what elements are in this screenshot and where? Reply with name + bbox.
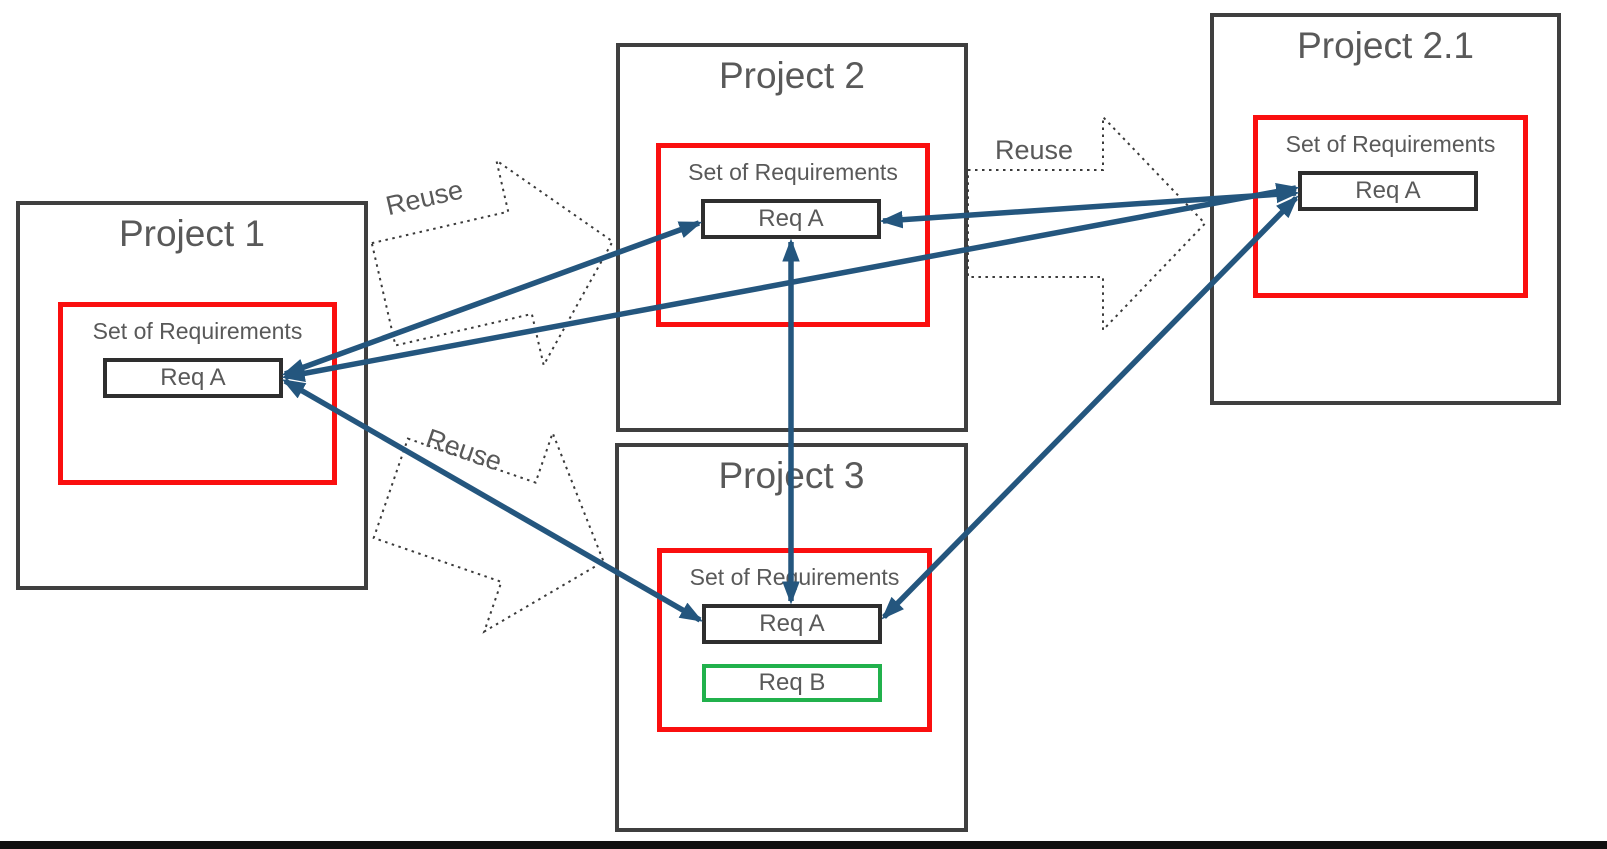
project-3-set-label: Set of Requirements (689, 564, 900, 590)
project-2-set-label: Set of Requirements (688, 159, 898, 185)
reuse-label-p1-p3: Reuse (422, 423, 506, 477)
project-3-req-b-box: Req B (702, 664, 882, 702)
project-2-title: Project 2 (718, 55, 865, 96)
project-3-box: Project 3 Set of Requirements Req A Req … (615, 443, 968, 832)
project-1-req-a-box: Req A (103, 358, 283, 398)
project-3-title: Project 3 (718, 455, 865, 496)
project-2-1-box: Project 2.1 Set of Requirements Req A (1210, 13, 1561, 405)
project-1-set-label: Set of Requirements (92, 318, 303, 344)
reuse-arrow-p1-p3 (372, 430, 605, 634)
project-2-box: Project 2 Set of Requirements Req A (616, 43, 968, 432)
project-2-1-set-label: Set of Requirements (1285, 131, 1496, 157)
project-1-requirements-set: Set of Requirements Req A (58, 302, 337, 485)
project-1-req-a-label: Req A (160, 364, 226, 391)
project-2-1-req-a-box: Req A (1298, 171, 1478, 211)
project-2-requirements-set: Set of Requirements Req A (656, 143, 930, 327)
project-1-title: Project 1 (118, 213, 265, 254)
project-2-req-a-label: Req A (758, 205, 824, 232)
reuse-label-p2-p21: Reuse (995, 135, 1074, 165)
project-2-1-requirements-set: Set of Requirements Req A (1253, 115, 1528, 298)
project-3-req-a-label: Req A (759, 610, 825, 637)
project-2-req-a-box: Req A (701, 199, 881, 239)
bottom-divider-bar (0, 841, 1607, 849)
project-3-req-b-label: Req B (758, 669, 826, 696)
project-3-requirements-set: Set of Requirements Req A Req B (657, 548, 932, 732)
project-1-box: Project 1 Set of Requirements Req A (16, 201, 368, 590)
reuse-arrow-p1-p2 (370, 158, 614, 368)
project-3-req-a-box: Req A (702, 604, 882, 644)
project-2-1-title: Project 2.1 (1297, 25, 1474, 66)
reuse-label-p1-p2: Reuse (383, 174, 466, 222)
project-2-1-req-a-label: Req A (1355, 177, 1421, 204)
